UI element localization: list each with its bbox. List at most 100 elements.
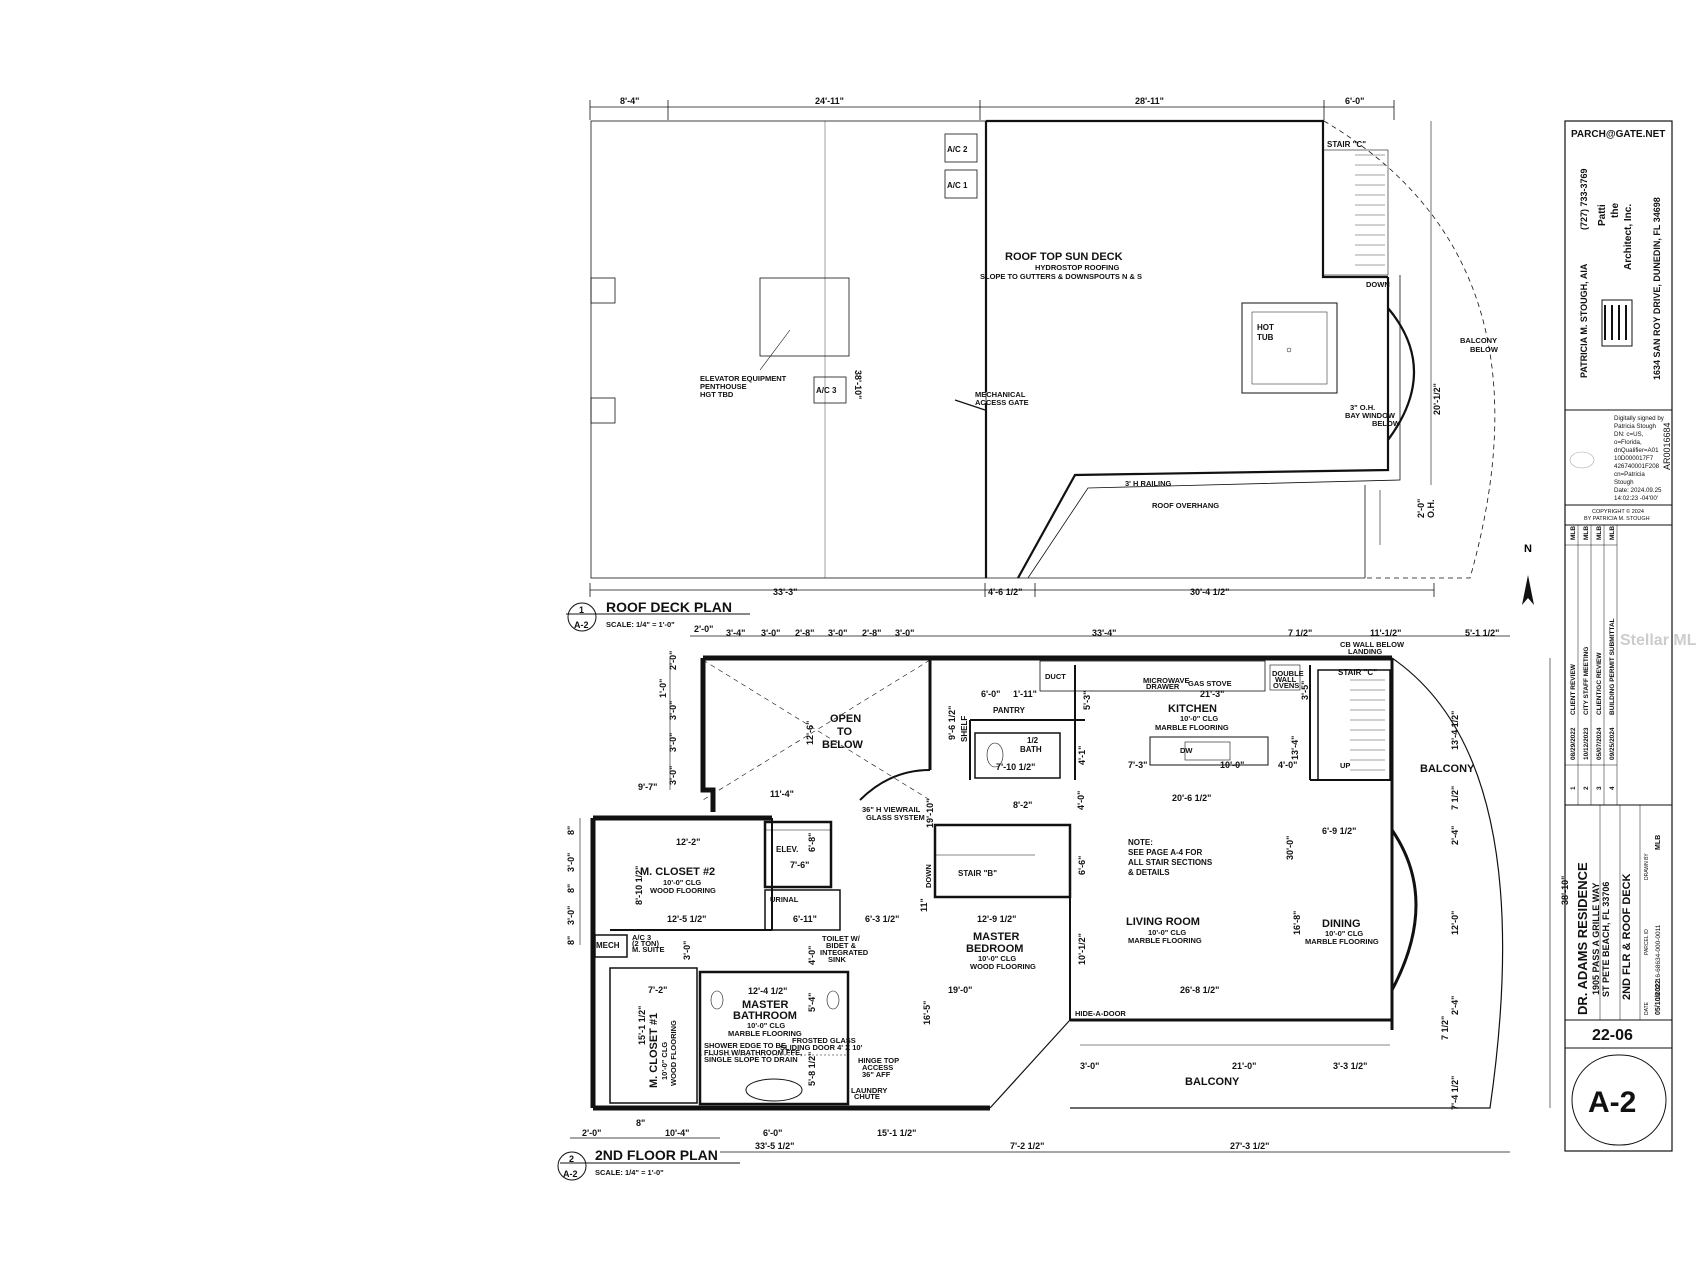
kitchen-label: KITCHEN <box>1168 703 1217 715</box>
roof-bottom-dim-1: 33'-3" <box>773 587 797 597</box>
dim-island-7-3: 7'-3" <box>1128 760 1147 770</box>
dim-16-8: 16'-8" <box>1292 911 1302 935</box>
roof-stair-c: STAIR "C" <box>1327 140 1366 149</box>
hot-tub-1: HOT <box>1257 323 1274 332</box>
north-label: N <box>1524 543 1532 555</box>
dim-21-0: 21'-0" <box>1232 1061 1256 1071</box>
tb-addr-1: 1905 PASS A GRILLE WAY <box>1591 883 1601 995</box>
note-3: ALL STAIR SECTIONS <box>1128 858 1213 867</box>
right-dim-1: 13'-4 1/2" <box>1450 711 1460 750</box>
toilet-2: BIDET & <box>826 941 857 950</box>
dim-12-5: 12'-5 1/2" <box>667 914 706 924</box>
tb-phone: (727) 733-3769 <box>1579 168 1589 230</box>
dim-26-8: 26'-8 1/2" <box>1180 985 1219 995</box>
open-label-1: OPEN <box>830 713 861 725</box>
half-bath-1: 1/2 <box>1027 736 1039 745</box>
signature-icon <box>1569 451 1595 469</box>
bottom-dim-8: 8" <box>636 1118 645 1128</box>
rev-by: MLB <box>1609 526 1616 540</box>
dim-bath-w: 7'-10 1/2" <box>996 762 1035 772</box>
roof-plan-scale: SCALE: 1/4" = 1'-0" <box>606 620 675 629</box>
tb-firm-2: the <box>1610 203 1621 218</box>
mcloset1-sub1: 10'-0" CLG <box>660 1042 669 1080</box>
dim-bath-h: 4'-1" <box>1077 746 1087 765</box>
toilet-3: INTEGRATED <box>820 948 869 957</box>
dining-sub1: 10'-0" CLG <box>1325 929 1363 938</box>
cb-wall-1: CB WALL BELOW <box>1340 640 1405 649</box>
dim-20-6: 20'-6 1/2" <box>1172 793 1211 803</box>
master-bed-1: MASTER <box>973 931 1020 943</box>
floor-top-dim-1: 2'-0" <box>694 624 713 634</box>
left-dim-6: 9'-7" <box>638 782 657 792</box>
dim-12-2: 12'-2" <box>676 837 700 847</box>
shower-2: FLUSH W/BATHROOM FFE, <box>704 1048 802 1057</box>
mcloset1-sub2: WOOD FLOORING <box>669 1020 678 1086</box>
tb-project: DR. ADAMS RESIDENCE <box>1575 862 1590 1015</box>
dim-12-4: 12'-4 1/2" <box>748 986 787 996</box>
roof-top-dim-4: 6'-0" <box>1345 96 1364 106</box>
rev-num: 4 <box>1609 786 1616 790</box>
half-bath-2: BATH <box>1020 745 1042 754</box>
roof-deck-plan <box>589 100 1496 597</box>
dim-6-11: 6'-11" <box>793 914 817 924</box>
floor-top-dim-4: 2'-8" <box>795 628 814 638</box>
second-floor-plan <box>570 635 1551 1153</box>
master-bed-2: BEDROOM <box>966 943 1023 955</box>
master-bath-2: BATHROOM <box>733 1010 797 1022</box>
roof-right-dim: 20'-1/2" <box>1432 383 1442 415</box>
urinal-label: URINAL <box>770 895 799 904</box>
dim-4-0-t: 4'-0" <box>807 946 817 965</box>
frosted-1: FROSTED GLASS <box>792 1036 856 1045</box>
balcony-right: BALCONY <box>1420 763 1475 775</box>
toilet-4: SINK <box>828 955 847 964</box>
sig-line: Stough <box>1614 479 1634 486</box>
bottom-dim-7: 27'-3 1/2" <box>1230 1141 1269 1151</box>
floor-plan-scale: SCALE: 1/4" = 1'-0" <box>595 1168 664 1177</box>
duct-label: DUCT <box>1045 672 1066 681</box>
roof-top-dim-1: 8'-4" <box>620 96 639 106</box>
hide-a-door: HIDE-A-DOOR <box>1075 1009 1126 1018</box>
mcloset2-label: M. CLOSET #2 <box>640 866 715 878</box>
note-2: SEE PAGE A-4 FOR <box>1128 848 1202 857</box>
cb-wall-2: LANDING <box>1348 647 1382 656</box>
dim-11: 11" <box>919 898 929 912</box>
dim-3-0-v: 3'-0" <box>682 941 692 960</box>
left-dim-8: 3'-0" <box>566 853 576 872</box>
kitchen-sub-2: MARBLE FLOORING <box>1155 723 1229 732</box>
pantry-label: PANTRY <box>993 706 1026 715</box>
master-bath-1: MASTER <box>742 999 789 1011</box>
kitchen-sub-1: 10'-0" CLG <box>1180 714 1218 723</box>
sig-line: 14:02:23 -04'00' <box>1614 495 1658 502</box>
left-dim-7: 8" <box>566 826 576 835</box>
living-label: LIVING ROOM <box>1126 916 1200 928</box>
roof-side-dim: 38'-10" <box>853 370 863 399</box>
tb-addr-2: ST PETE BEACH, FL 33706 <box>1601 882 1611 997</box>
rev-desc: CITY STAFF MEETING <box>1583 647 1590 715</box>
dim-kitchen-4-0: 4'-0" <box>1278 760 1297 770</box>
sig-line: DN: c=US, <box>1614 431 1644 438</box>
dim-kitchen-5-3: 5'-3" <box>1082 691 1092 710</box>
hot-tub-2: TUB <box>1257 333 1274 342</box>
stair-b-label: STAIR "B" <box>958 869 997 878</box>
right-dim-2: 7 1/2" <box>1450 786 1460 810</box>
bottom-dim-5: 15'-1 1/2" <box>877 1128 916 1138</box>
roof-down: DOWN <box>1366 280 1390 289</box>
dim-19-0: 19'-0" <box>948 985 972 995</box>
rev-num: 3 <box>1596 786 1603 790</box>
dim-15-1: 15'-1 1/2" <box>637 1006 647 1045</box>
ac2-label: A/C 2 <box>947 145 968 154</box>
sig-line: 10D000017F7 <box>1614 455 1654 462</box>
tb-sheet-desc: 2ND FLR & ROOF DECK <box>1621 873 1633 1000</box>
roof-oh-dim: 2'-0" <box>1416 499 1426 518</box>
oven-3: OVENS <box>1273 681 1299 690</box>
bottom-dim-6: 7'-2 1/2" <box>1010 1141 1044 1151</box>
left-dim-9: 8" <box>566 884 576 893</box>
tb-parcel: 18-32-16-68634-000-0011 <box>1655 924 1662 1000</box>
bottom-dim-2: 10'-4" <box>665 1128 689 1138</box>
ac3-1: A/C 3 <box>632 933 651 942</box>
tb-ar: AR0016684 <box>1662 422 1672 470</box>
rev-desc: CLIENT/GC REVIEW <box>1596 652 1603 715</box>
roof-bottom-dim-2: 4'-6 1/2" <box>988 587 1022 597</box>
rev-date: 08/29/2022 <box>1570 727 1577 760</box>
tb-parcel-label: PARCEL ID <box>1644 929 1650 955</box>
